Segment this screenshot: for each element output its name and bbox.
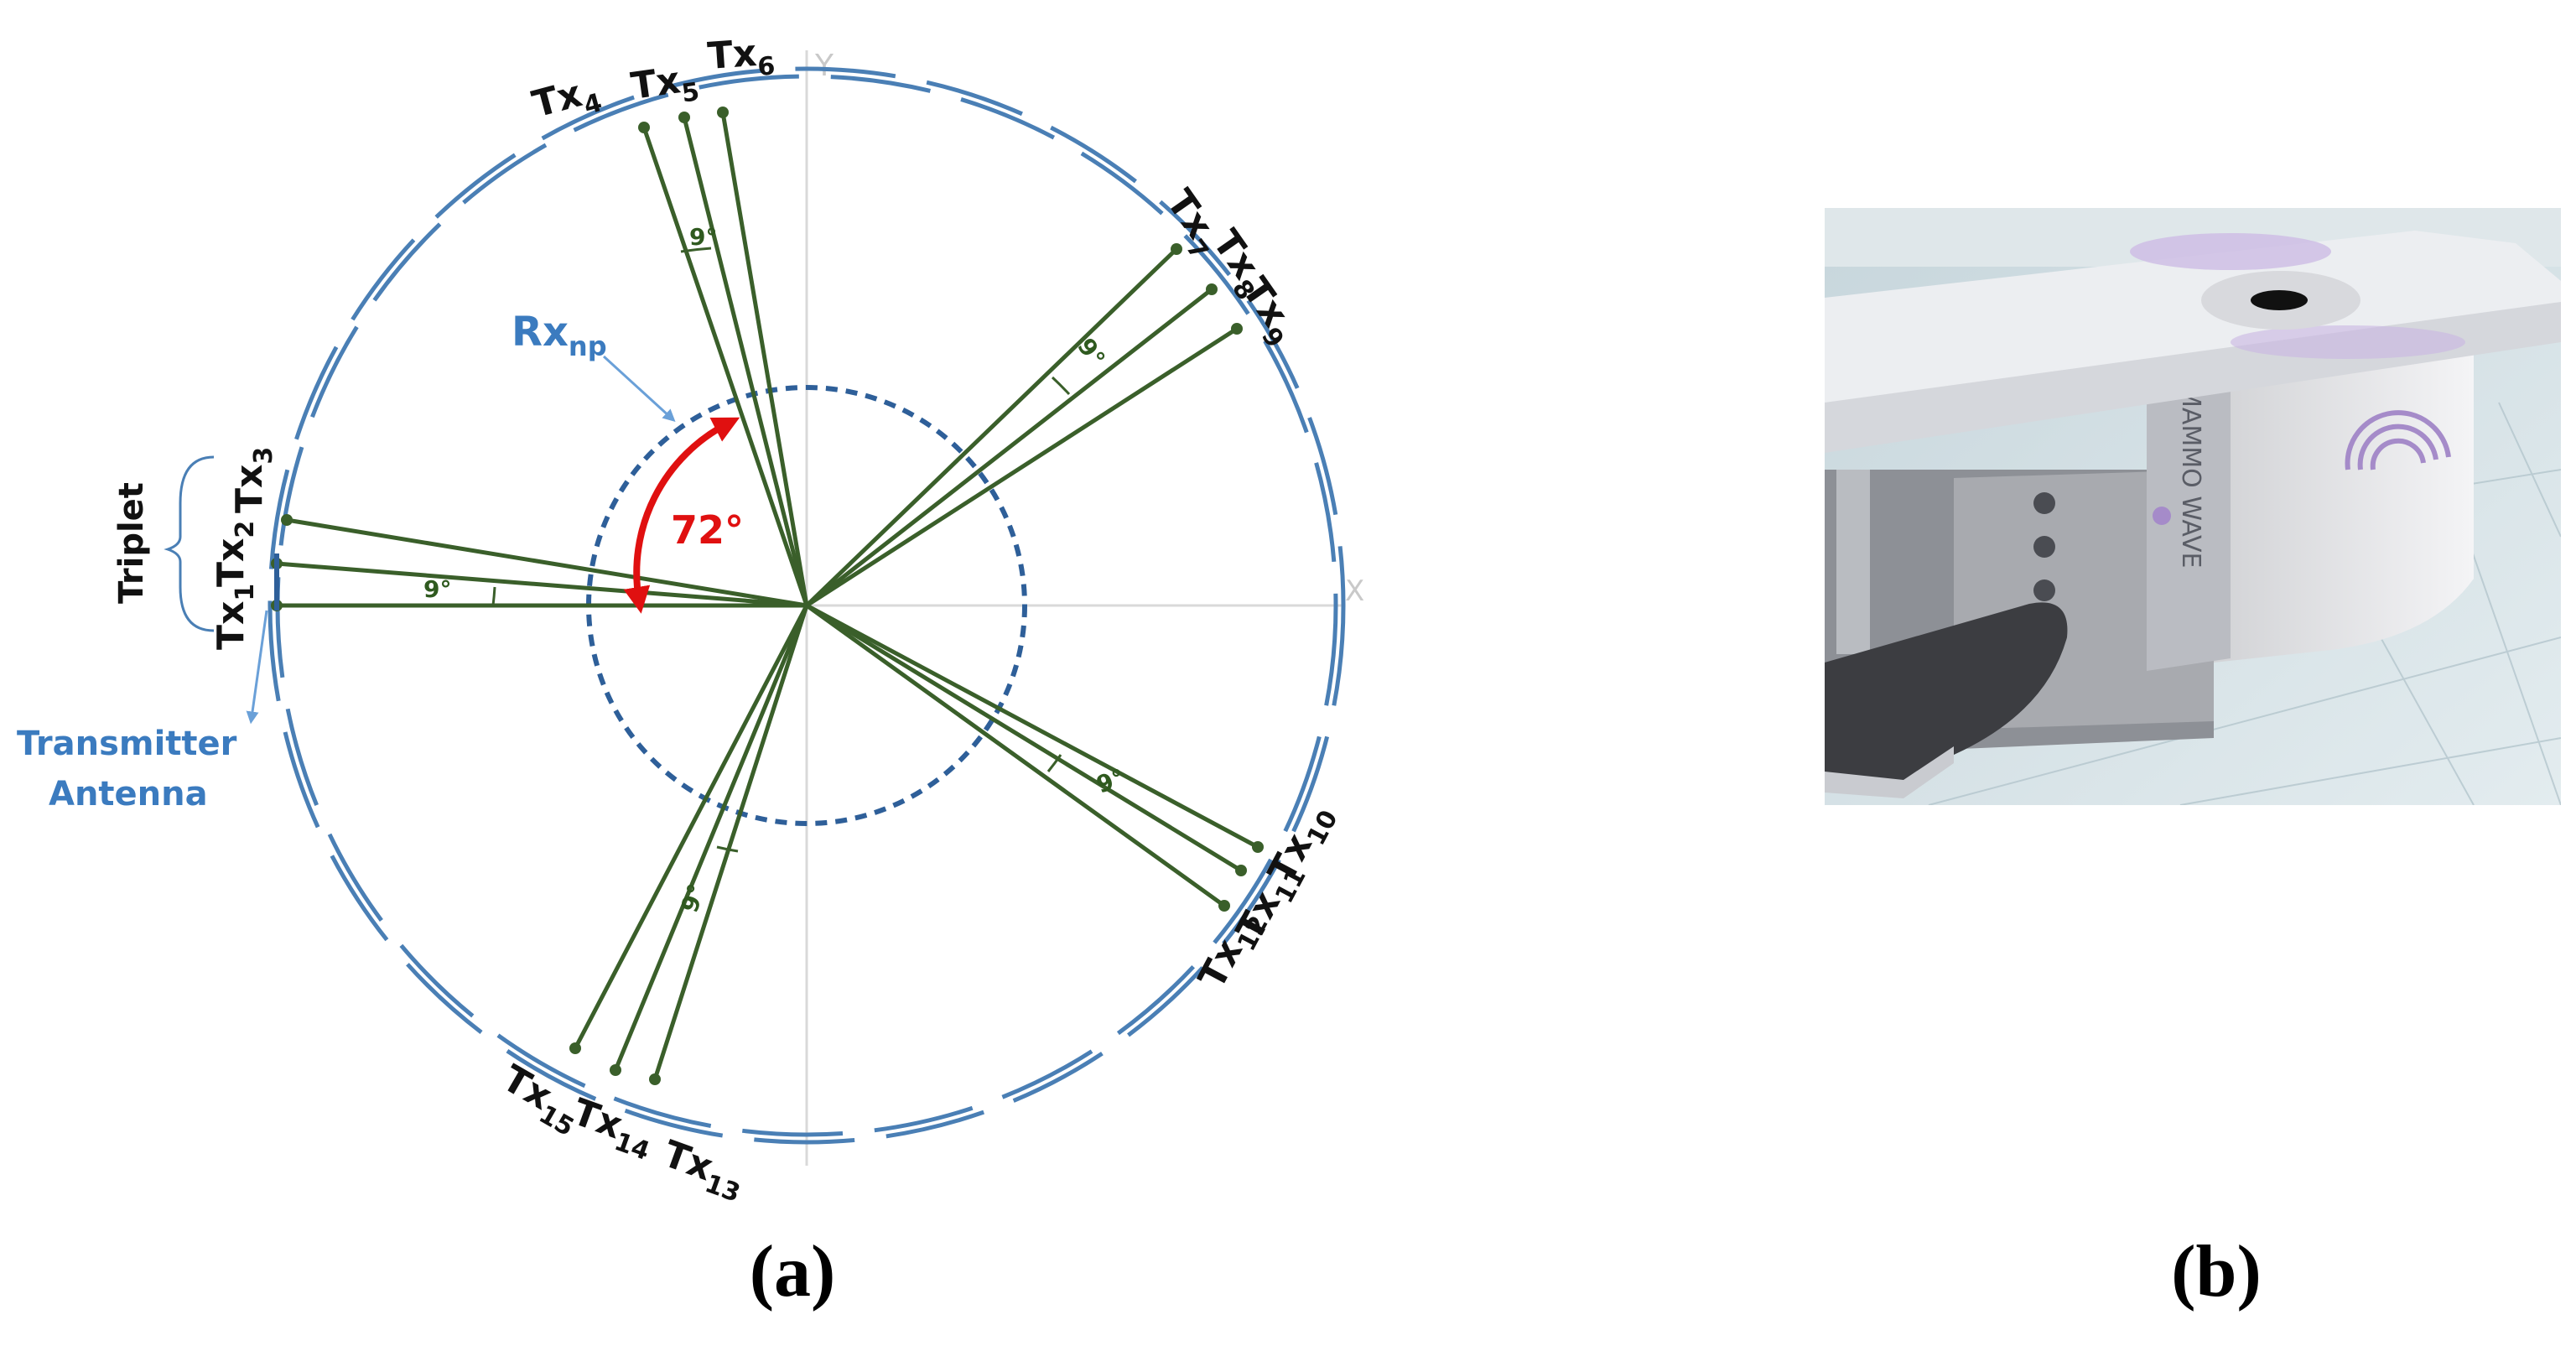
nine-degree-arc-3 — [1051, 376, 1071, 396]
x-axis-label: X — [1345, 574, 1364, 608]
tx-antenna-dot-7 — [1171, 243, 1182, 255]
tx-antenna-dot-15 — [569, 1042, 581, 1054]
tx-label-2: Tx2 — [210, 521, 260, 587]
nine-degree-label-3: 9° — [1072, 333, 1110, 372]
tx-line-11 — [805, 603, 1243, 873]
tx-line-12 — [805, 603, 1226, 908]
tx-antenna-dot-4 — [638, 122, 650, 133]
transmitter-pointer — [246, 610, 268, 725]
tx-antenna-dot-14 — [610, 1064, 621, 1076]
panel-b-device-photo: MAMMO WAVE (b) — [1825, 208, 2561, 1312]
tx-antenna-dot-10 — [1252, 841, 1264, 853]
tx-line-8 — [805, 288, 1213, 607]
tx-label-1: Tx1 — [210, 584, 260, 650]
tx-line-7 — [805, 247, 1178, 607]
panel-a-antenna-diagram: Y X 9°9°9°9°9° 72° Rxnp Triplet Transmit… — [17, 31, 1364, 1312]
tx-line-9 — [805, 326, 1239, 608]
tx-line-5 — [682, 117, 809, 606]
rx-label: Rxnp — [512, 309, 607, 362]
angle-72-label: 72° — [671, 507, 744, 553]
nine-degree-label-4: 9° — [1093, 763, 1129, 798]
outer-ring-outer — [267, 66, 1346, 1145]
nine-degree-arc-1 — [491, 586, 496, 606]
triplet-bracket — [164, 455, 215, 632]
tx-antenna-dot-13 — [649, 1073, 661, 1085]
angle-72-arrow — [623, 417, 740, 614]
tx-antenna-dot-9 — [1231, 323, 1243, 335]
nine-degree-label-2: 9° — [689, 223, 717, 251]
tx-antenna-dot-11 — [1235, 865, 1247, 876]
tx-line-6 — [720, 112, 809, 606]
triplet-label: Triplet — [112, 482, 151, 604]
caption-a: (a) — [750, 1231, 836, 1312]
tx-line-4 — [641, 127, 809, 606]
tx-label-13: Tx13 — [655, 1132, 751, 1208]
tx-label-3: Tx3 — [228, 447, 278, 513]
nine-degree-arc-4 — [1046, 754, 1062, 772]
tx-label-6: Tx6 — [706, 31, 776, 86]
nine-degree-label-1: 9° — [423, 575, 451, 603]
tx-line-15 — [573, 604, 809, 1050]
tx-antenna-dot-6 — [717, 107, 729, 118]
nine-degree-arc-5 — [716, 845, 739, 853]
transmitter-label-line1: Transmitter — [17, 725, 237, 763]
tx-line-10 — [805, 603, 1259, 850]
tx-antenna-dot-8 — [1206, 283, 1218, 295]
tx-antenna-dot-5 — [678, 112, 690, 123]
tx-antenna-dot-3 — [281, 514, 293, 526]
rx-pointer — [602, 355, 676, 423]
tx-label-5: Tx5 — [628, 56, 701, 115]
device-photo: MAMMO WAVE — [1825, 208, 2561, 805]
tx-antenna-dot-12 — [1218, 900, 1230, 912]
transmitter-lines — [271, 107, 1264, 1085]
transmitter-label-line2: Antenna — [49, 775, 208, 813]
tx-line-2 — [276, 561, 808, 608]
caption-b: (b) — [2171, 1231, 2262, 1312]
tx-line-14 — [613, 605, 809, 1071]
tx-label-14: Tx14 — [564, 1090, 661, 1167]
tx-line-13 — [652, 605, 809, 1080]
nine-degree-arc-2 — [680, 247, 712, 253]
device-brand-text: MAMMO WAVE — [2176, 386, 2205, 568]
